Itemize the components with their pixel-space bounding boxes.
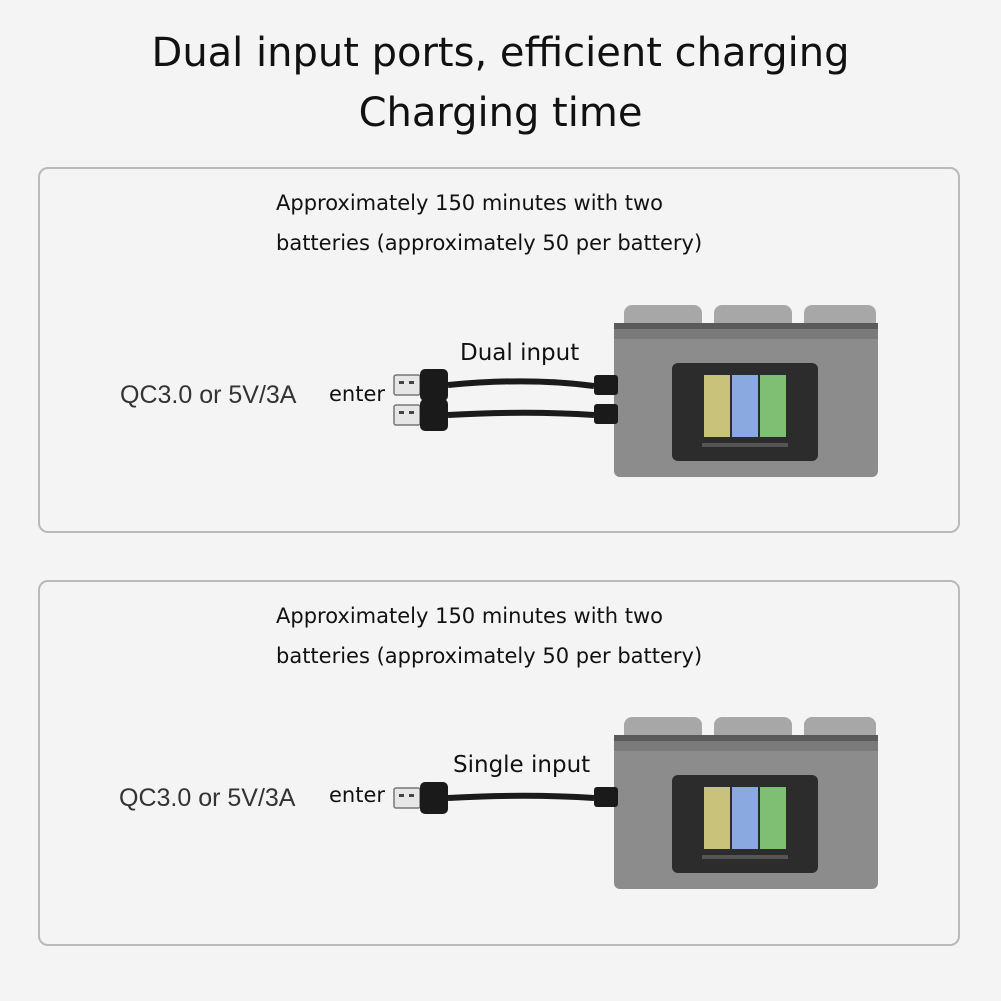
panel-description: Approximately 150 minutes with two batte… [276, 596, 702, 676]
description-line-1: Approximately 150 minutes with two [276, 191, 664, 215]
mode-label: Dual input [460, 340, 580, 366]
headline: Dual input ports, efficient charging [151, 30, 850, 76]
description-line-2: batteries (approximately 50 per battery) [276, 231, 703, 255]
usb-plug-icon [393, 368, 618, 402]
description-line-1: Approximately 150 minutes with two [276, 604, 664, 628]
source-label: QC3.0 or 5V/3A [120, 381, 297, 409]
subheadline: Charging time [358, 90, 643, 136]
description-line-2: batteries (approximately 50 per battery) [276, 644, 703, 668]
usb-plug-icon [393, 398, 618, 432]
source-label: QC3.0 or 5V/3A [119, 784, 296, 812]
enter-label: enter [329, 783, 386, 807]
charging-hub-icon [614, 305, 878, 477]
usb-plug-icon [393, 781, 618, 815]
enter-label: enter [329, 382, 386, 406]
mode-label: Single input [453, 752, 591, 778]
charging-hub-icon [614, 717, 878, 889]
panel-description: Approximately 150 minutes with two batte… [276, 183, 702, 263]
